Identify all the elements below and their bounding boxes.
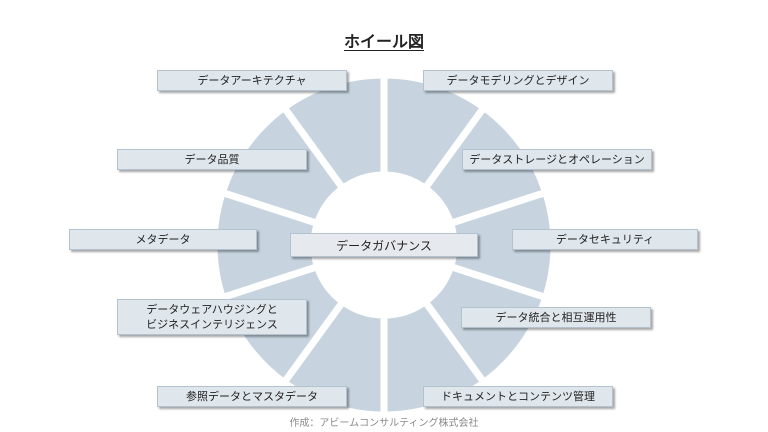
page-title: ホイール図 xyxy=(343,32,424,51)
segment-label-data-modeling: データモデリングとデザイン xyxy=(423,70,613,91)
segment-label-reference-master-data: 参照データとマスタデータ xyxy=(157,386,347,407)
segment-label-data-quality: データ品質 xyxy=(117,149,307,170)
segment-label-data-warehousing-bi: データウェアハウジングと ビジネスインテリジェンス xyxy=(117,299,307,335)
segment-label-data-security: データセキュリティ xyxy=(512,229,698,250)
credit-text: 作成：アビームコンサルティング株式会社 xyxy=(289,418,479,429)
segment-data-architecture xyxy=(279,71,388,194)
segment-label-data-integration: データ統合と相互運用性 xyxy=(461,307,651,328)
segment-label-metadata: メタデータ xyxy=(69,229,257,250)
center-label-data-governance: データガバナンス xyxy=(290,233,478,257)
segment-label-document-content: ドキュメントとコンテンツ管理 xyxy=(423,386,613,407)
segment-label-data-architecture: データアーキテクチャ xyxy=(157,70,347,91)
segment-label-data-storage: データストレージとオペレーション xyxy=(462,149,652,170)
